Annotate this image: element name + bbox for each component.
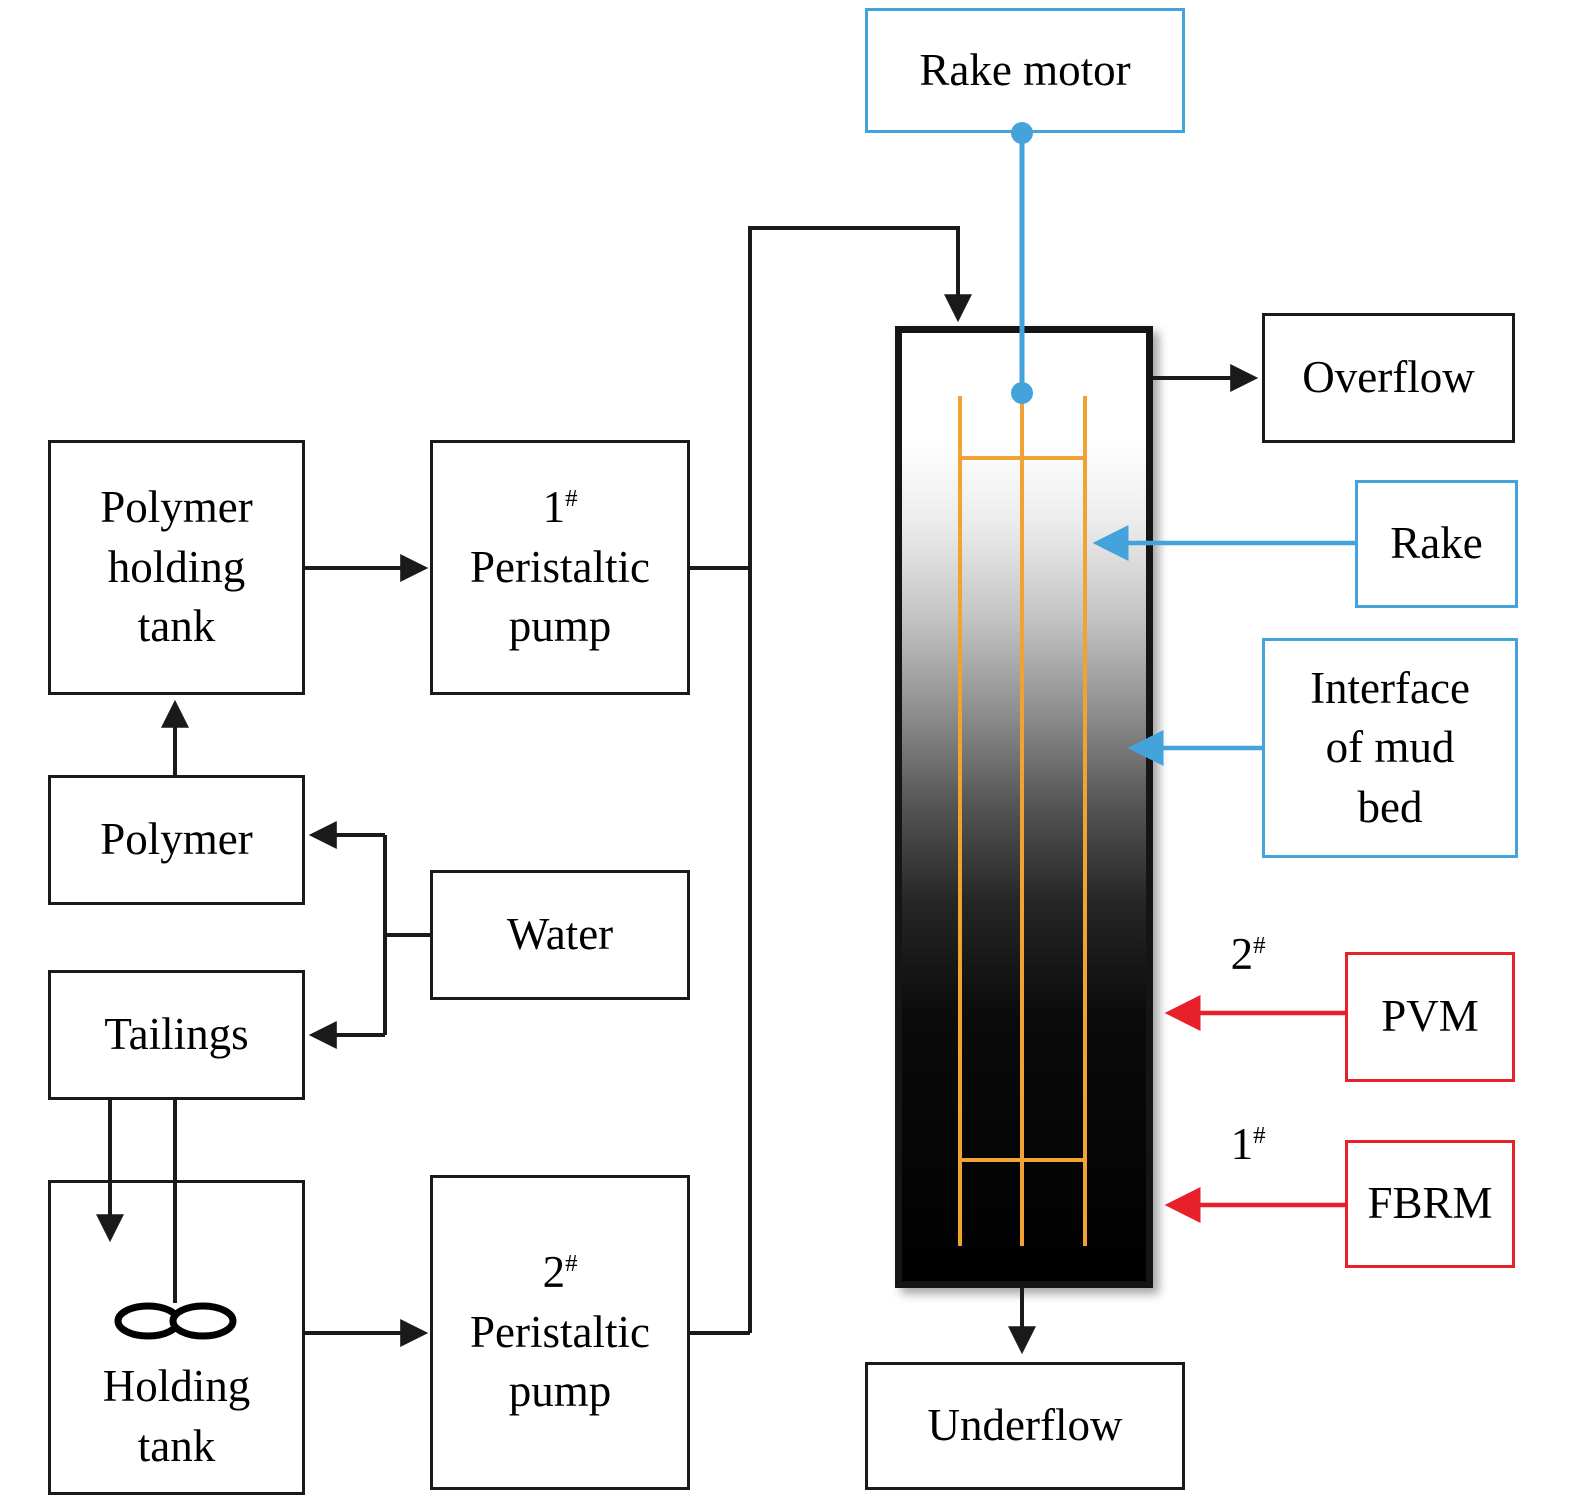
mud-bed-interface-line1: Interface xyxy=(1310,662,1470,713)
water-box: Water xyxy=(430,870,690,1000)
holding-tank-line2: tank xyxy=(137,1420,216,1471)
mud-bed-interface-box: Interface of mud bed xyxy=(1262,638,1518,858)
pump2-number: 2# xyxy=(542,1247,578,1298)
rake-motor-box: Rake motor xyxy=(865,8,1185,133)
polymer-box: Polymer xyxy=(48,775,305,905)
tailings-box: Tailings xyxy=(48,970,305,1100)
peristaltic-pump2-box: 2# Peristaltic pump xyxy=(430,1175,690,1490)
overflow-box: Overflow xyxy=(1262,313,1515,443)
fbrm-label: FBRM xyxy=(1367,1178,1493,1229)
thickener-column xyxy=(895,326,1153,1288)
fbrm-probe-number: 1# xyxy=(1230,1119,1266,1169)
polymer-holding-tank-box: Polymer holding tank xyxy=(48,440,305,695)
tailings-label: Tailings xyxy=(104,1009,249,1060)
probe-arrows xyxy=(1164,995,1345,1223)
holding-tank-line1: Holding xyxy=(102,1361,251,1412)
rake-label: Rake xyxy=(1390,518,1483,569)
pvm-probe-number: 2# xyxy=(1230,929,1266,979)
underflow-box: Underflow xyxy=(865,1362,1185,1490)
underflow-label: Underflow xyxy=(927,1400,1123,1451)
pump1-number: 1# xyxy=(542,482,578,533)
water-label: Water xyxy=(506,909,614,960)
polymer-holding-tank-line2: holding xyxy=(107,541,246,592)
polymer-holding-tank-line1: Polymer xyxy=(100,482,253,533)
polymer-label: Polymer xyxy=(100,814,253,865)
polymer-holding-tank-line3: tank xyxy=(137,601,216,652)
pvm-box: PVM xyxy=(1345,952,1515,1082)
mud-bed-interface-line2: of mud xyxy=(1325,722,1455,773)
mud-bed-interface-line3: bed xyxy=(1357,781,1423,832)
pump2-line2: Peristaltic xyxy=(470,1306,650,1357)
pvm-label: PVM xyxy=(1381,991,1479,1042)
holding-tank-box: Holding tank xyxy=(48,1180,305,1495)
rake-motor-label: Rake motor xyxy=(919,44,1131,95)
pump1-line2: Peristaltic xyxy=(470,541,650,592)
fbrm-box: FBRM xyxy=(1345,1140,1515,1268)
peristaltic-pump1-box: 1# Peristaltic pump xyxy=(430,440,690,695)
pump1-line3: pump xyxy=(508,601,612,652)
pump2-line3: pump xyxy=(508,1366,612,1417)
rake-box: Rake xyxy=(1355,480,1518,608)
overflow-label: Overflow xyxy=(1302,352,1475,403)
